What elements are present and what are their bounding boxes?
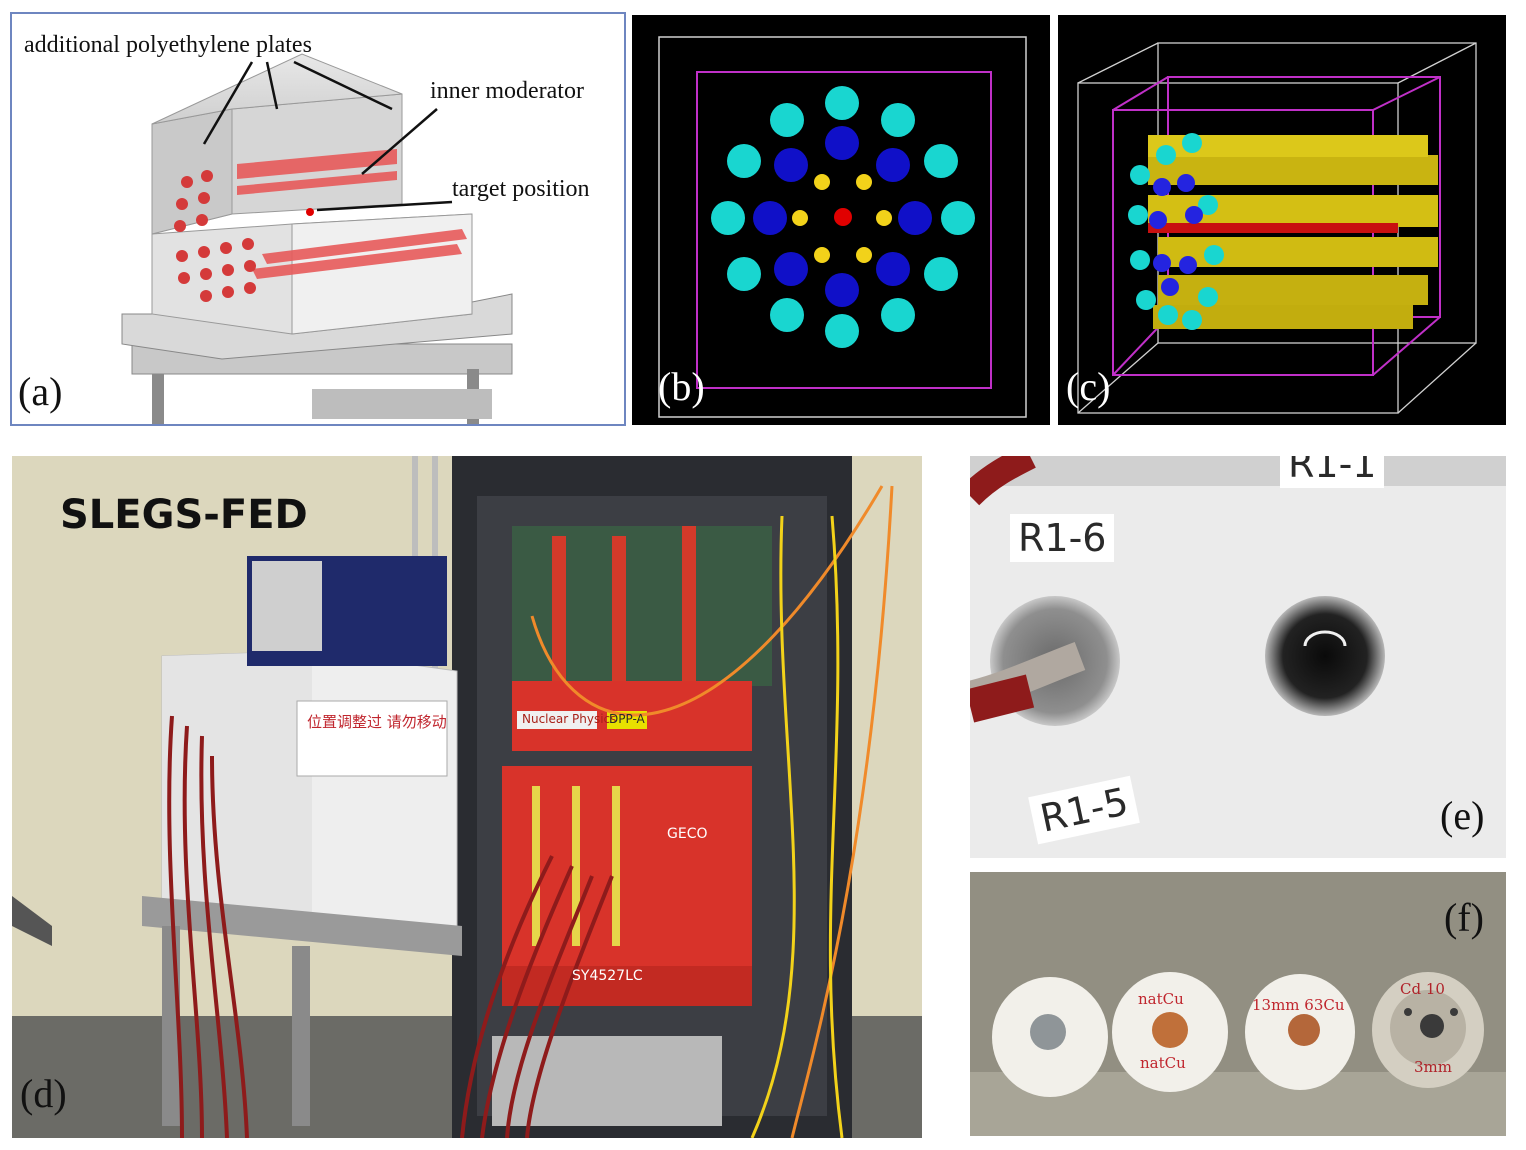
panel-label-d: (d)	[20, 1071, 67, 1116]
perspective-3d-view	[1077, 42, 1477, 414]
panel-b: (b)	[632, 15, 1050, 425]
detector-3d-model	[121, 53, 513, 424]
panel-e: R1-6 R1-5 R1-1 (e)	[970, 456, 1506, 858]
sample-note-4: Cd 10	[1400, 980, 1445, 998]
panel-label-a: (a)	[18, 369, 63, 414]
panel-label-c: (c)	[1066, 364, 1111, 409]
panel-d: SLEGS-FED 位置调整过 请勿移动 Nuclear Physics DPP…	[12, 456, 922, 1138]
panel-f: natCu natCu 13mm 63Cu Cd 10 3mm (f)	[970, 872, 1506, 1136]
module-label-geco: GECO	[667, 826, 708, 842]
module-label-sy4527lc: SY4527LC	[572, 968, 643, 984]
sample-note-1: natCu	[1138, 990, 1184, 1008]
setup-title: SLEGS-FED	[60, 492, 308, 538]
target-samples-photo	[970, 872, 1506, 1136]
sample-note-5: 3mm	[1414, 1058, 1452, 1076]
detector-handwritten-note: 位置调整过 请勿移动	[307, 713, 447, 731]
channel-tag-r1-1: R1-1	[1280, 456, 1385, 488]
annotation-polyethylene-plates: additional polyethylene plates	[24, 32, 312, 58]
module-label-dpp: DPP-A	[609, 712, 645, 726]
panel-label-f: (f)	[1444, 895, 1484, 940]
channel-tag-r1-6: R1-6	[1010, 514, 1115, 562]
panel-label-b: (b)	[658, 364, 705, 409]
sample-note-2: natCu	[1140, 1054, 1186, 1072]
panel-label-e: (e)	[1440, 793, 1485, 838]
experiment-setup-photo	[12, 456, 922, 1138]
panel-c: (c)	[1058, 15, 1506, 425]
annotation-target-position: target position	[452, 176, 590, 202]
sample-note-3: 13mm 63Cu	[1252, 996, 1345, 1014]
cross-section-view	[658, 36, 1027, 418]
module-label-nuclear-physics: Nuclear Physics	[522, 712, 617, 726]
panel-a: additional polyethylene plates inner mod…	[10, 12, 626, 426]
annotation-inner-moderator: inner moderator	[430, 78, 584, 104]
